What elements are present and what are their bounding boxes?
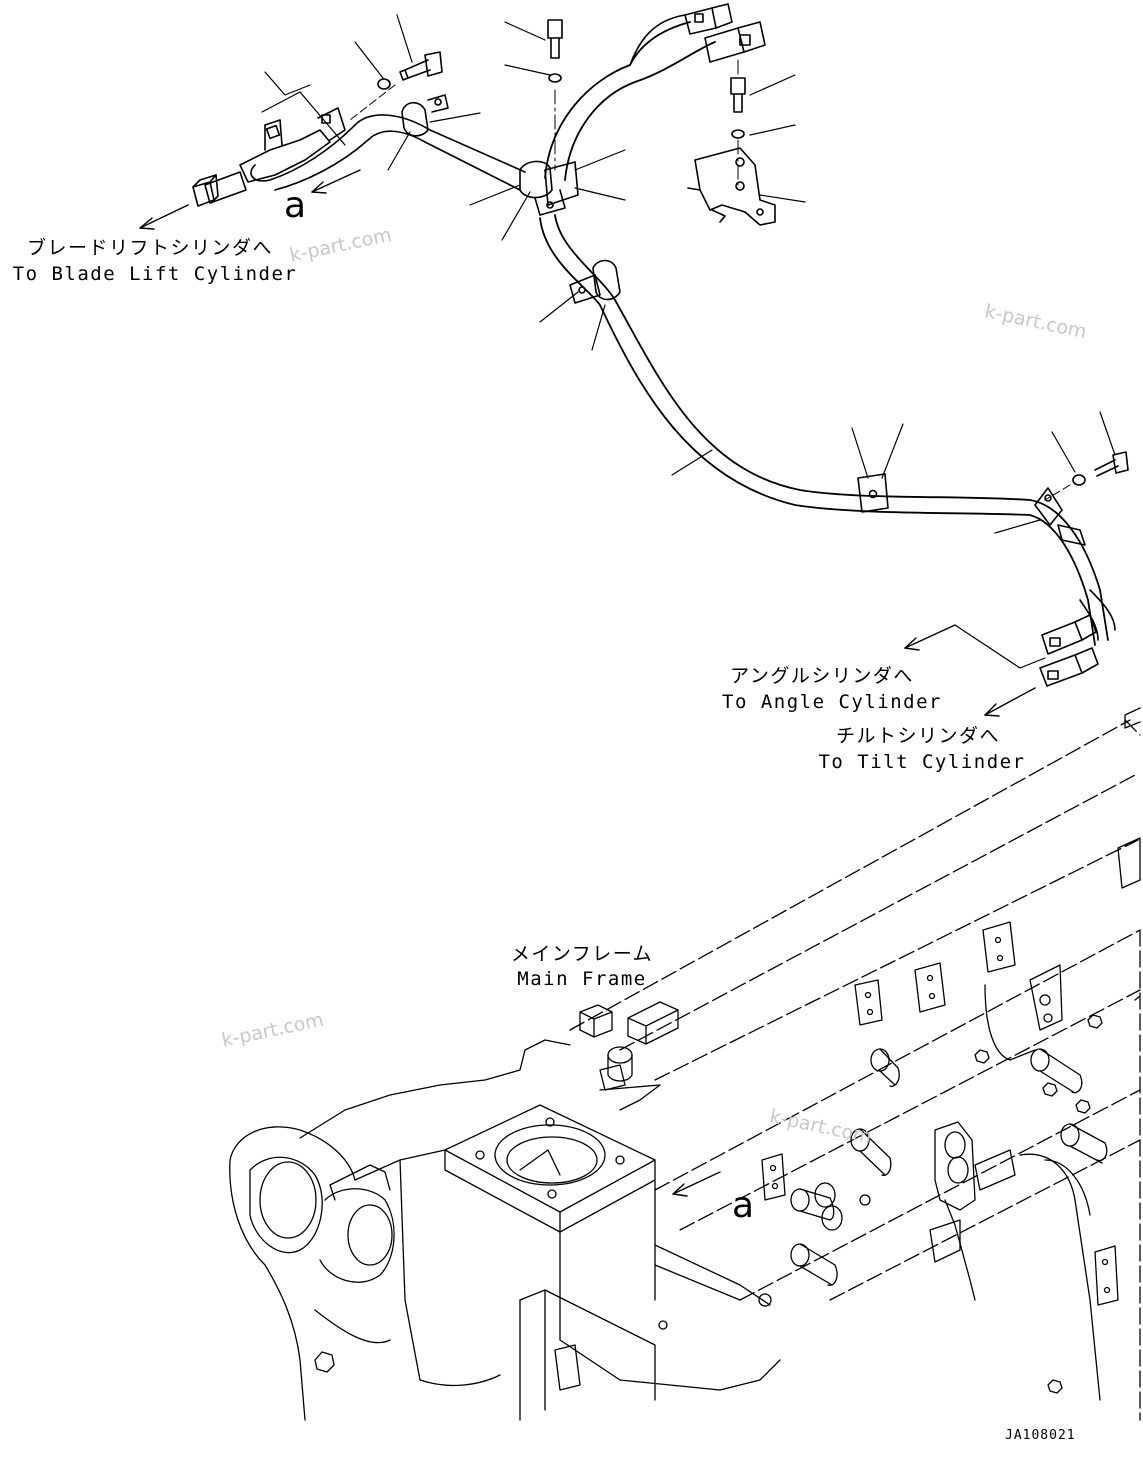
washer-1	[377, 78, 391, 90]
frame-nuts	[314, 995, 1141, 1394]
view-reference-a-upper: a	[284, 185, 307, 226]
blade-lift-label-jp: ブレードリフトシリンダへ	[26, 237, 274, 259]
clamp-1	[401, 94, 449, 137]
bolt-2	[547, 19, 563, 59]
junction-clamp	[519, 160, 579, 216]
top-connectors	[684, 3, 766, 63]
washer-4	[1072, 474, 1086, 486]
bolt-3	[730, 77, 746, 113]
washer-3	[731, 129, 745, 139]
frame-bosses	[790, 1048, 1108, 1286]
main-frame	[229, 707, 1141, 1421]
frame-blocks	[761, 837, 1141, 1306]
bolt-4	[1094, 451, 1129, 477]
angle-cylinder-label-en: To Angle Cylinder	[722, 691, 942, 713]
upper-harness-tube	[544, 21, 691, 179]
bolt-1	[399, 51, 443, 81]
washer-2	[548, 73, 562, 83]
drawing-code: JA108021	[1005, 1428, 1076, 1443]
harness-assembly	[139, 3, 1129, 1197]
tilt-cylinder-label-jp: チルトシリンダへ	[835, 725, 1001, 747]
clamp-3	[857, 473, 889, 513]
view-reference-a-lower: a	[732, 1185, 755, 1226]
direction-arrows	[139, 169, 1036, 1197]
clamp-2	[569, 259, 621, 304]
blade-lift-connector	[192, 107, 346, 207]
leader-lines	[261, 14, 1116, 669]
clamp-4	[1034, 487, 1086, 546]
angle-cylinder-label-jp: アングルシリンダへ	[730, 665, 914, 687]
main-frame-label-en: Main Frame	[517, 968, 647, 990]
angle-tilt-connectors	[1039, 589, 1116, 687]
main-frame-label-jp: メインフレーム	[510, 943, 654, 965]
mounting-bracket	[687, 147, 776, 226]
main-harness-tube	[554, 214, 1109, 641]
tilt-cylinder-label-en: To Tilt Cylinder	[818, 751, 1026, 773]
blade-lift-label-en: To Blade Lift Cylinder	[12, 263, 298, 285]
blade-lift-branch	[354, 114, 526, 173]
